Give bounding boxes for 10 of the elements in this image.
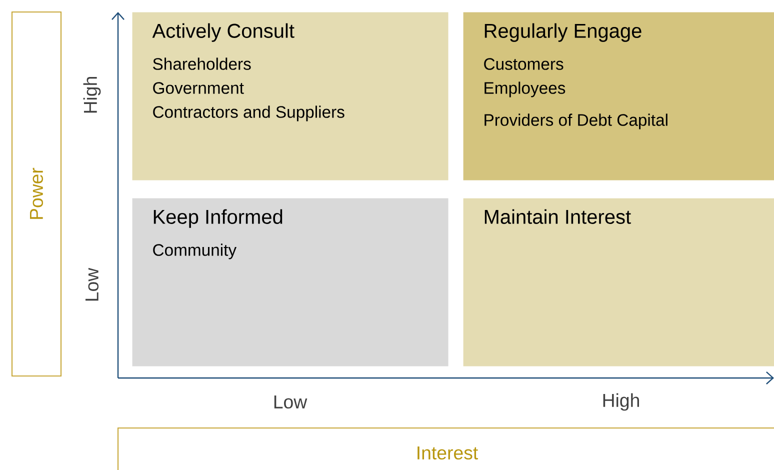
axis-label: Low — [274, 395, 308, 408]
axis-label: High — [83, 77, 101, 113]
quadrant-box: Keep Informed Community — [132, 198, 448, 366]
axis-label: Low — [86, 268, 99, 301]
quadrant-box: Actively Consult Shareholders Government Contractors and Suppliers — [132, 12, 448, 180]
axis-title-box: Power — [11, 11, 62, 377]
quadrant-box: Regularly Engage Customers Employees Providers of Debt Capital — [463, 12, 774, 180]
axis-title-box: Interest — [117, 427, 774, 470]
axis-label: High — [603, 393, 639, 411]
quadrant-box: Maintain Interest — [463, 198, 774, 366]
